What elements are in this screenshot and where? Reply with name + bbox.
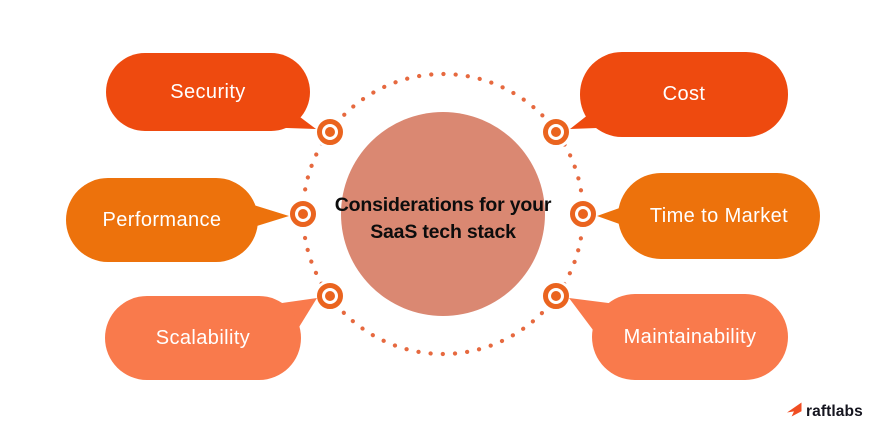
- bullseye-core: [298, 209, 308, 219]
- bullseye-core: [325, 127, 335, 137]
- bubble-security: Security: [106, 53, 316, 131]
- raftlabs-mark-icon: [787, 402, 802, 417]
- bubble-shape: [106, 53, 310, 131]
- bubble-performance: Performance: [66, 178, 289, 262]
- bullseye-ring: [543, 119, 569, 145]
- raftlabs-logo-text: raftlabs: [806, 403, 863, 420]
- bullseye-ring: [317, 119, 343, 145]
- bubble-scalability: Scalability: [105, 296, 317, 380]
- bullseye-icon: [317, 119, 343, 145]
- bubble-label: Security: [170, 81, 245, 103]
- bullseye-core: [325, 291, 335, 301]
- bullseye-icon: [290, 201, 316, 227]
- bullseye-core: [551, 291, 561, 301]
- bubble-label: Cost: [663, 83, 706, 105]
- center-circle: [341, 112, 545, 316]
- bullseye-core: [578, 209, 588, 219]
- bubble-maintainability: Maintainability: [569, 294, 788, 380]
- diagram-title-line1: Considerations for your: [335, 194, 552, 216]
- bullseye-icon: [543, 283, 569, 309]
- bubble-shape: [592, 294, 788, 380]
- bullseye-ring: [317, 283, 343, 309]
- bullseye-icon: [317, 283, 343, 309]
- bubble-shape: [618, 173, 820, 259]
- diagram-title-line2: SaaS tech stack: [370, 221, 516, 243]
- bubble-label: Scalability: [156, 327, 250, 349]
- bubble-shape: [66, 178, 258, 262]
- bullseye-ring: [570, 201, 596, 227]
- raftlabs-logo: raftlabs: [787, 402, 863, 420]
- bubble-label: Performance: [103, 209, 222, 231]
- bubble-time-to-market: Time to Market: [597, 173, 820, 259]
- bullseye-ring: [543, 283, 569, 309]
- bullseye-icon: [570, 201, 596, 227]
- bubble-shape: [105, 296, 301, 380]
- bubble-shape: [580, 52, 788, 137]
- bubble-label: Time to Market: [650, 205, 788, 227]
- bullseye-core: [551, 127, 561, 137]
- bullseye-icon: [543, 119, 569, 145]
- bubble-label: Maintainability: [624, 326, 757, 348]
- bullseye-ring: [290, 201, 316, 227]
- bubble-cost: Cost: [570, 52, 788, 137]
